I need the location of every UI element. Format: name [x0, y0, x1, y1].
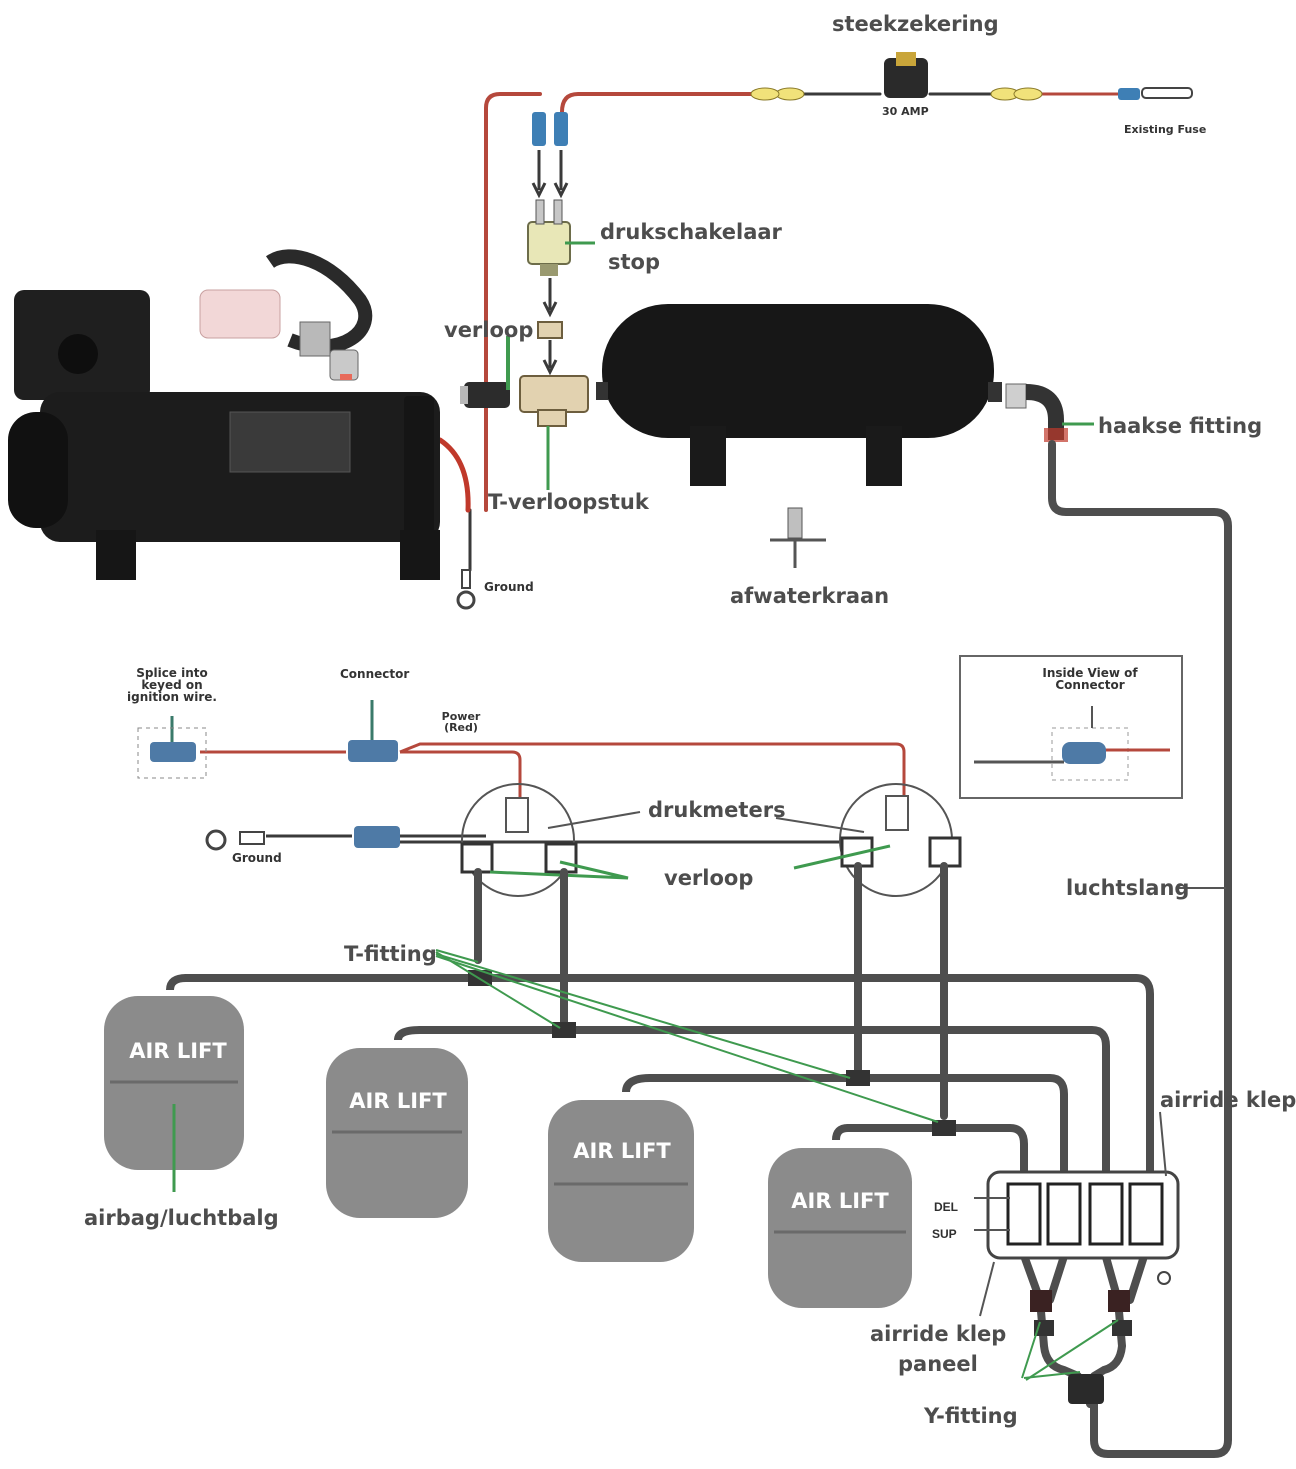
- t-fitting-label: T-fitting: [344, 942, 437, 966]
- pressure-gauges: [460, 783, 962, 897]
- reducer-mid-label: verloop: [664, 866, 754, 890]
- drain-valve-label: afwaterkraan: [730, 584, 890, 608]
- reducer-top-label: verloop: [444, 318, 534, 342]
- power-red-label: Power (Red): [441, 710, 481, 734]
- green-leaders-mid: [489, 844, 891, 880]
- airbag-3: [548, 1074, 694, 1262]
- air-hoses: [182, 440, 1232, 1458]
- ground-top-terminal: [456, 569, 476, 610]
- splice-label: Splice into keyed on ignition wire.: [127, 666, 217, 704]
- pressure-switch-label-2: stop: [608, 250, 660, 274]
- airbag-2: [326, 1026, 468, 1218]
- airride-valve-label: airride klep: [1160, 1088, 1296, 1112]
- gauges-label: drukmeters: [648, 798, 786, 822]
- ground-top-label: Ground: [484, 580, 534, 594]
- air-tank: [596, 304, 1002, 486]
- airbag-label: airbag/luchtbalg: [84, 1206, 279, 1230]
- t-reducer-label: T-verloopstuk: [488, 490, 649, 514]
- airbag-1: [104, 974, 244, 1192]
- inside-view-box: [959, 655, 1183, 799]
- inside-view-label: Inside View of Connector: [1042, 666, 1138, 692]
- pressure-switch: [527, 199, 595, 318]
- valve-panel: [974, 1111, 1180, 1317]
- air-hose-label: luchtslang: [1066, 876, 1190, 900]
- t-reducer: [460, 321, 589, 490]
- compressor: [8, 249, 440, 580]
- fuse-holder: [750, 52, 1193, 101]
- y-fitting-label: Y-fitting: [924, 1404, 1018, 1428]
- blue-connectors-top: [531, 112, 569, 199]
- ground-mid-label: Ground: [232, 851, 282, 865]
- lower-wiring: [170, 700, 906, 844]
- airlift-label-4: AIR LIFT: [791, 1189, 889, 1213]
- airlift-label-2: AIR LIFT: [349, 1089, 447, 1113]
- y-fitting-leaders: [1021, 1319, 1119, 1381]
- valve-panel-label: airride klep: [870, 1322, 1007, 1346]
- airlift-label-3: AIR LIFT: [573, 1139, 671, 1163]
- connector-label: Connector: [340, 667, 410, 681]
- drain-valve: [770, 507, 826, 568]
- elbow-fitting: [1005, 383, 1094, 442]
- gauge-leaders: [547, 811, 865, 833]
- airbag-4: [768, 1124, 912, 1308]
- panel-del-label: DEL: [934, 1200, 958, 1214]
- top-wiring: [437, 92, 1122, 572]
- fuse-rating-label: 30 AMP: [882, 105, 929, 118]
- fuse-holder-label: steekzekering: [832, 12, 999, 36]
- valve-panel-label-2: paneel: [898, 1352, 978, 1376]
- panel-sup-label: SUP: [932, 1227, 957, 1241]
- elbow-fitting-label: haakse fitting: [1098, 414, 1263, 438]
- splice-connector: [137, 727, 400, 851]
- airlift-label-1: AIR LIFT: [129, 1039, 227, 1063]
- t-fitting-leaders: [435, 949, 939, 1123]
- pressure-switch-label: drukschakelaar: [600, 220, 782, 244]
- existing-fuse-label: Existing Fuse: [1124, 123, 1207, 136]
